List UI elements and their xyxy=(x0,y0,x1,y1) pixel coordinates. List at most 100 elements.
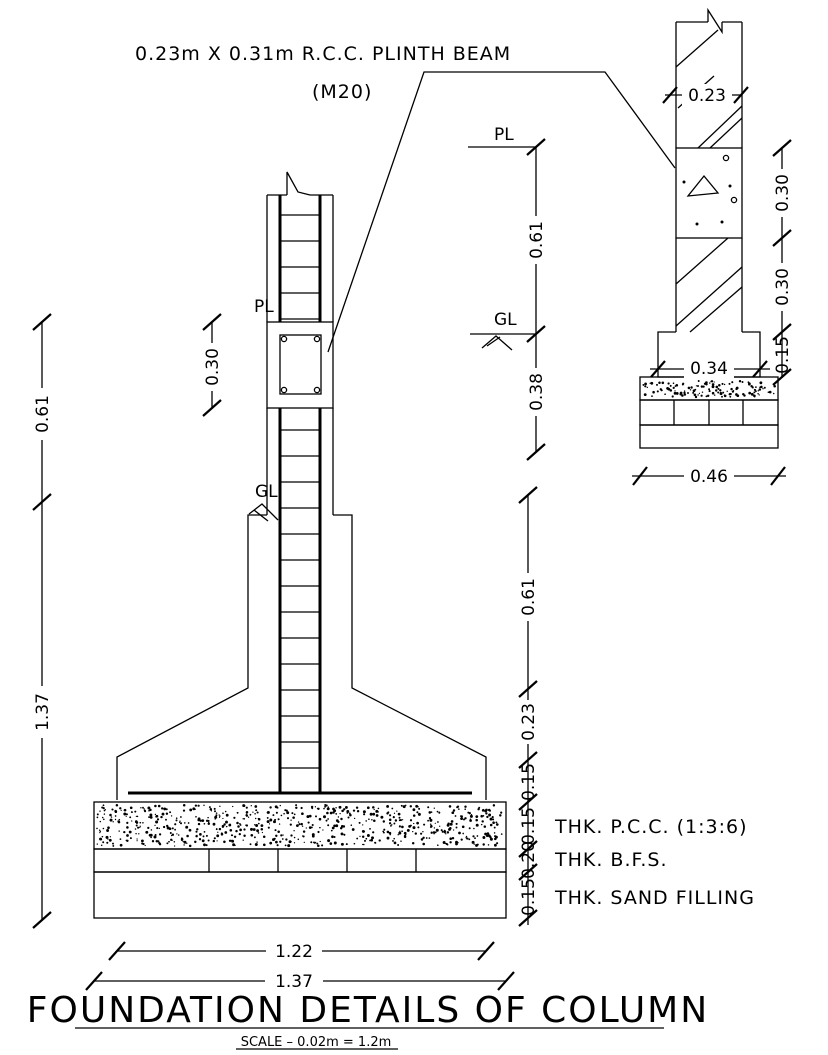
concrete-speckle xyxy=(420,832,423,835)
concrete-speckle xyxy=(485,834,489,838)
concrete-speckle xyxy=(171,827,174,830)
concrete-speckle xyxy=(773,384,776,388)
concrete-speckle xyxy=(446,831,450,834)
concrete-speckle xyxy=(115,804,119,807)
concrete-speckle xyxy=(396,810,398,812)
concrete-speckle xyxy=(175,817,178,819)
concrete-speckle xyxy=(279,804,281,807)
concrete-speckle xyxy=(228,823,232,826)
concrete-speckle xyxy=(247,816,250,818)
concrete-speckle xyxy=(170,834,173,837)
concrete-speckle xyxy=(723,394,726,397)
concrete-speckle xyxy=(391,807,394,810)
concrete-speckle xyxy=(383,828,386,831)
concrete-speckle xyxy=(243,828,246,831)
concrete-speckle xyxy=(297,838,300,841)
concrete-speckle xyxy=(195,834,198,838)
concrete-speckle xyxy=(139,826,141,829)
concrete-speckle xyxy=(287,844,291,848)
concrete-speckle xyxy=(123,808,127,812)
concrete-speckle xyxy=(208,821,210,823)
dim-pcc: 0.15 xyxy=(519,807,539,845)
plinth-beam-section xyxy=(639,7,779,449)
concrete-speckle xyxy=(331,835,334,839)
concrete-speckle xyxy=(155,814,159,818)
concrete-speckle xyxy=(321,844,324,847)
concrete-speckle xyxy=(310,805,314,809)
concrete-speckle xyxy=(283,812,285,815)
concrete-speckle xyxy=(278,823,281,825)
concrete-speckle xyxy=(728,382,731,385)
concrete-speckle xyxy=(125,815,127,817)
concrete-speckle xyxy=(369,812,373,816)
concrete-speckle xyxy=(217,831,219,833)
concrete-speckle xyxy=(245,824,247,826)
concrete-speckle xyxy=(673,391,677,395)
concrete-speckle xyxy=(284,809,287,812)
rcc-beam xyxy=(675,147,743,239)
concrete-speckle xyxy=(400,804,403,807)
concrete-speckle xyxy=(466,837,469,840)
concrete-speckle xyxy=(141,842,144,845)
concrete-speckle xyxy=(173,845,176,847)
concrete-speckle xyxy=(343,808,346,811)
concrete-speckle xyxy=(183,844,185,846)
concrete-speckle xyxy=(194,840,197,844)
concrete-speckle xyxy=(268,823,271,825)
concrete-speckle xyxy=(257,822,260,825)
concrete-speckle xyxy=(755,386,757,388)
concrete-speckle xyxy=(239,824,242,826)
concrete-speckle xyxy=(220,833,224,836)
concrete-speckle xyxy=(178,821,181,824)
concrete-speckle xyxy=(689,389,692,391)
concrete-speckle xyxy=(253,824,256,826)
concrete-speckle xyxy=(202,835,205,838)
concrete-speckle xyxy=(109,818,113,822)
concrete-speckle xyxy=(489,809,491,812)
concrete-speckle xyxy=(201,839,205,843)
concrete-speckle xyxy=(242,839,244,841)
concrete-speckle xyxy=(750,392,754,396)
concrete-speckle xyxy=(411,842,415,845)
concrete-speckle xyxy=(388,822,392,825)
concrete-speckle xyxy=(207,839,210,842)
concrete-speckle xyxy=(280,834,283,837)
concrete-speckle xyxy=(658,381,661,384)
concrete-speckle xyxy=(393,837,396,840)
concrete-speckle xyxy=(340,817,343,821)
concrete-speckle xyxy=(467,811,470,814)
concrete-speckle xyxy=(732,389,735,392)
concrete-speckle xyxy=(256,829,260,833)
concrete-speckle xyxy=(154,824,156,827)
concrete-speckle xyxy=(108,838,112,842)
concrete-speckle xyxy=(430,824,433,827)
concrete-speckle xyxy=(427,806,430,809)
concrete-speckle xyxy=(339,812,341,815)
concrete-speckle xyxy=(445,842,447,845)
concrete-speckle xyxy=(123,812,127,816)
concrete-speckle xyxy=(134,820,138,824)
concrete-speckle xyxy=(186,842,188,844)
concrete-speckle xyxy=(759,386,761,389)
concrete-speckle xyxy=(332,811,335,814)
concrete-speckle xyxy=(125,839,128,842)
concrete-speckle xyxy=(486,815,489,819)
concrete-speckle xyxy=(649,382,651,384)
dim-plinth-beam: 0.30 xyxy=(203,348,223,386)
concrete-speckle xyxy=(451,811,455,815)
concrete-speckle xyxy=(346,812,349,814)
concrete-speckle xyxy=(232,805,234,808)
dim-left-upper: 0.61 xyxy=(33,395,53,433)
gl-label-mid: GL xyxy=(494,310,517,330)
concrete-speckle xyxy=(487,844,490,846)
concrete-speckle xyxy=(254,843,258,846)
concrete-speckle xyxy=(215,828,218,831)
concrete-speckle xyxy=(669,384,672,387)
concrete-speckle xyxy=(185,825,189,829)
concrete-speckle xyxy=(252,828,256,831)
concrete-speckle xyxy=(154,804,157,808)
dim-beam-width: 0.23 xyxy=(688,86,726,106)
concrete-speckle xyxy=(275,840,278,844)
concrete-speckle xyxy=(111,808,114,811)
concrete-speckle xyxy=(331,826,335,830)
